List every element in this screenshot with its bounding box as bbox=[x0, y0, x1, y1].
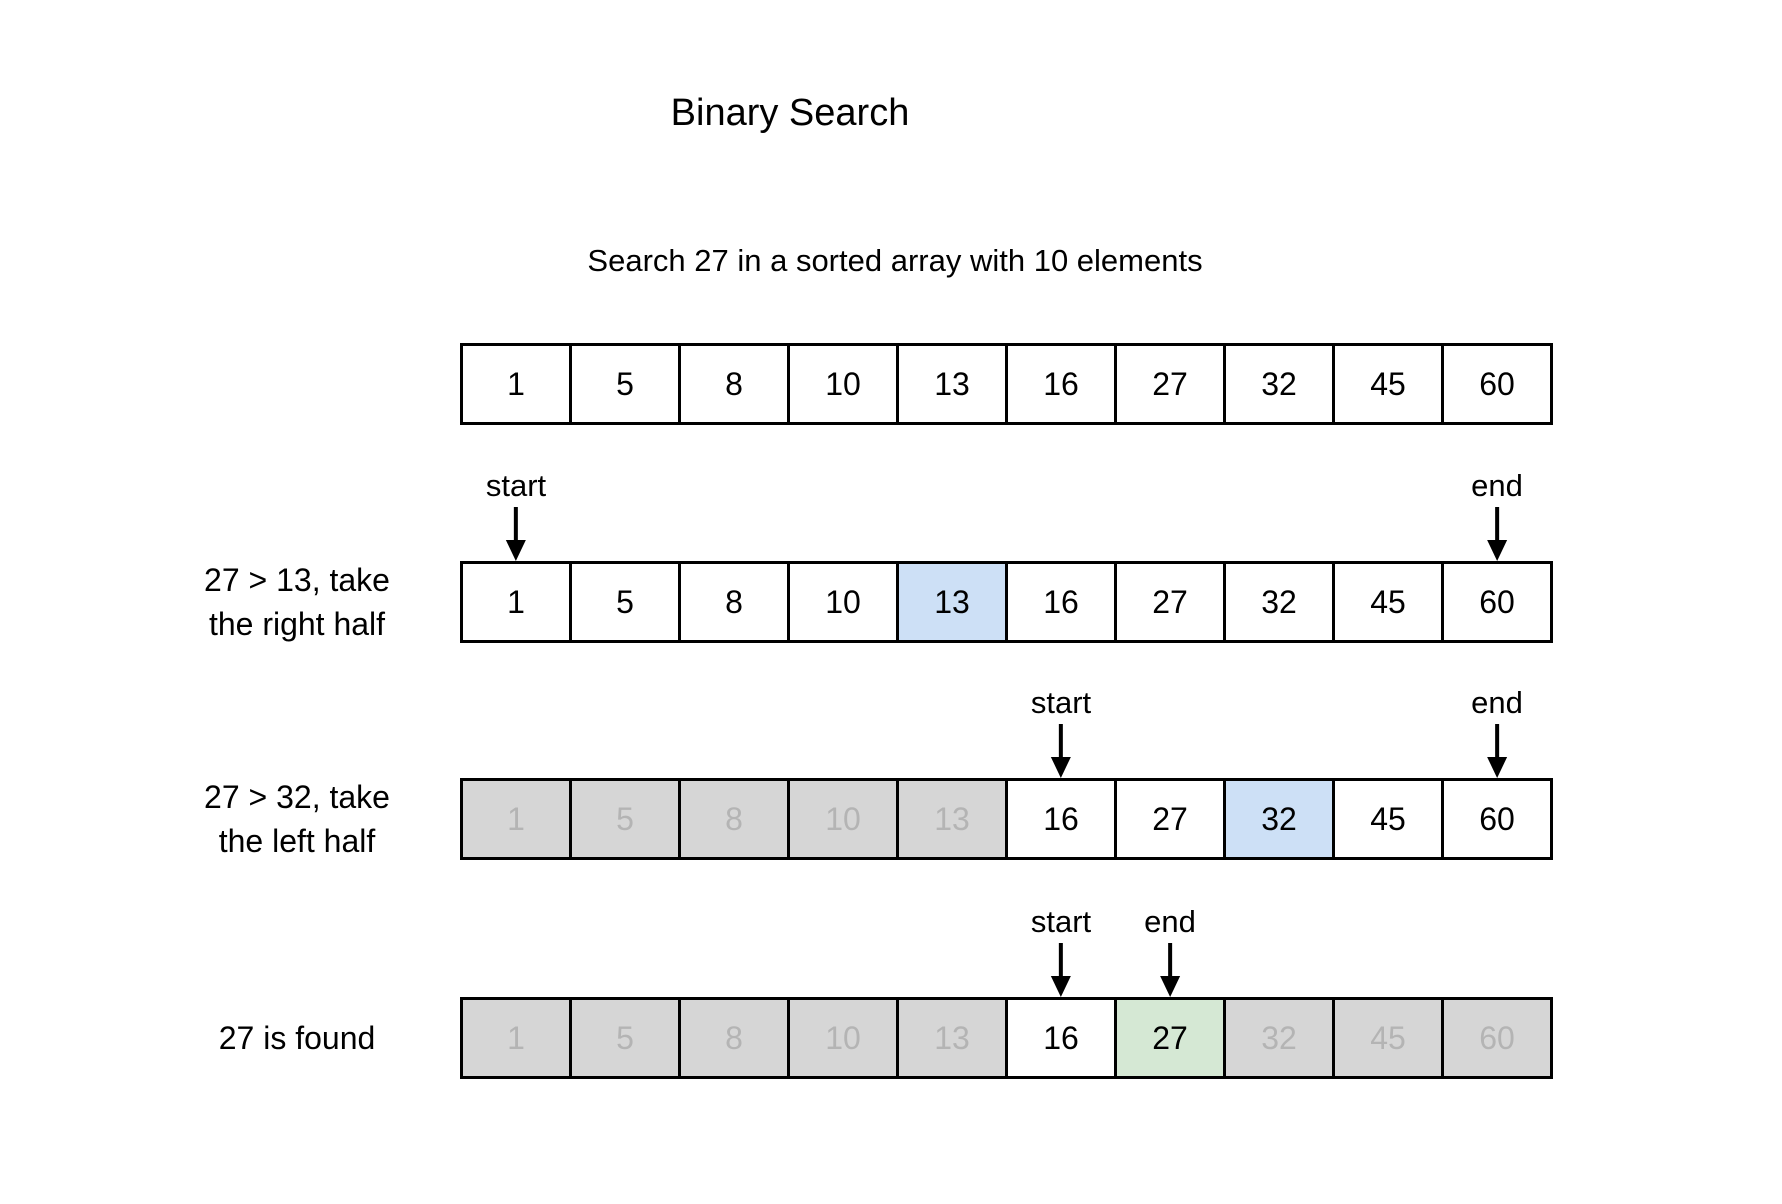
end-pointer: end bbox=[1471, 465, 1523, 561]
step-label-line: 27 is found bbox=[218, 1020, 376, 1056]
array-cell-10: 10 bbox=[787, 778, 899, 860]
array-cell-5: 5 bbox=[569, 997, 681, 1079]
array-cell-1: 1 bbox=[460, 343, 572, 425]
array-cell-27: 27 bbox=[1114, 778, 1226, 860]
array-cell-16: 16 bbox=[1005, 778, 1117, 860]
start-pointer-label: start bbox=[1030, 685, 1092, 720]
end-pointer-label: end bbox=[1144, 904, 1196, 939]
array-cell-10: 10 bbox=[787, 997, 899, 1079]
array-cell-5: 5 bbox=[569, 561, 681, 643]
array-cell-32: 32 bbox=[1223, 997, 1335, 1079]
array-cell-10: 10 bbox=[787, 561, 899, 643]
array-cell-16: 16 bbox=[1005, 997, 1117, 1079]
arrow-down-icon bbox=[1050, 943, 1071, 997]
array-cell-8: 8 bbox=[678, 561, 790, 643]
array-cell-13: 13 bbox=[896, 561, 1008, 643]
arrow-down-icon bbox=[1486, 724, 1507, 778]
start-pointer: start bbox=[1031, 682, 1091, 778]
array-cell-27: 27 bbox=[1114, 343, 1226, 425]
array-cell-45: 45 bbox=[1332, 343, 1444, 425]
step-label-line: 27 > 13, take bbox=[204, 562, 390, 598]
step-label-line: 27 > 32, take bbox=[204, 779, 390, 815]
array-cell-1: 1 bbox=[460, 778, 572, 860]
start-pointer: start bbox=[486, 465, 546, 561]
array-cell-13: 13 bbox=[896, 778, 1008, 860]
array-cell-32: 32 bbox=[1223, 778, 1335, 860]
array-cell-10: 10 bbox=[787, 343, 899, 425]
array-cell-32: 32 bbox=[1223, 561, 1335, 643]
step-label-step-2-compare-32: 27 > 32, take the left half bbox=[204, 775, 390, 863]
array-cell-27: 27 bbox=[1114, 561, 1226, 643]
end-pointer: end bbox=[1144, 901, 1196, 997]
array-cell-13: 13 bbox=[896, 997, 1008, 1079]
arrow-down-icon bbox=[1159, 943, 1180, 997]
arrow-down-icon bbox=[1486, 507, 1507, 561]
start-pointer-label: start bbox=[1030, 904, 1092, 939]
step-label-step-1-compare-13: 27 > 13, take the right half bbox=[204, 558, 390, 646]
array-cell-8: 8 bbox=[678, 778, 790, 860]
array-cell-45: 45 bbox=[1332, 778, 1444, 860]
array-cell-60: 60 bbox=[1441, 778, 1553, 860]
array-cell-27: 27 bbox=[1114, 997, 1226, 1079]
array-cell-16: 16 bbox=[1005, 561, 1117, 643]
end-pointer-label: end bbox=[1471, 685, 1523, 720]
array-cell-45: 45 bbox=[1332, 997, 1444, 1079]
array-cell-5: 5 bbox=[569, 343, 681, 425]
array-cell-1: 1 bbox=[460, 997, 572, 1079]
step-label-step-3-found: 27 is found bbox=[219, 1016, 376, 1060]
array-cell-60: 60 bbox=[1441, 561, 1553, 643]
diagram-subtitle: Search 27 in a sorted array with 10 elem… bbox=[587, 243, 1203, 278]
array-cell-13: 13 bbox=[896, 343, 1008, 425]
array-cell-8: 8 bbox=[678, 997, 790, 1079]
end-pointer: end bbox=[1471, 682, 1523, 778]
start-pointer-label: start bbox=[485, 468, 547, 503]
step-label-line: the right half bbox=[208, 606, 386, 642]
arrow-down-icon bbox=[505, 507, 526, 561]
array-cell-45: 45 bbox=[1332, 561, 1444, 643]
step-label-line: the left half bbox=[218, 823, 376, 859]
start-pointer: start bbox=[1031, 901, 1091, 997]
array-cell-32: 32 bbox=[1223, 343, 1335, 425]
array-cell-16: 16 bbox=[1005, 343, 1117, 425]
array-cell-5: 5 bbox=[569, 778, 681, 860]
arrow-down-icon bbox=[1050, 724, 1071, 778]
end-pointer-label: end bbox=[1471, 468, 1523, 503]
array-cell-8: 8 bbox=[678, 343, 790, 425]
page-title: Binary Search bbox=[670, 92, 910, 134]
array-cell-1: 1 bbox=[460, 561, 572, 643]
array-cell-60: 60 bbox=[1441, 343, 1553, 425]
array-cell-60: 60 bbox=[1441, 997, 1553, 1079]
